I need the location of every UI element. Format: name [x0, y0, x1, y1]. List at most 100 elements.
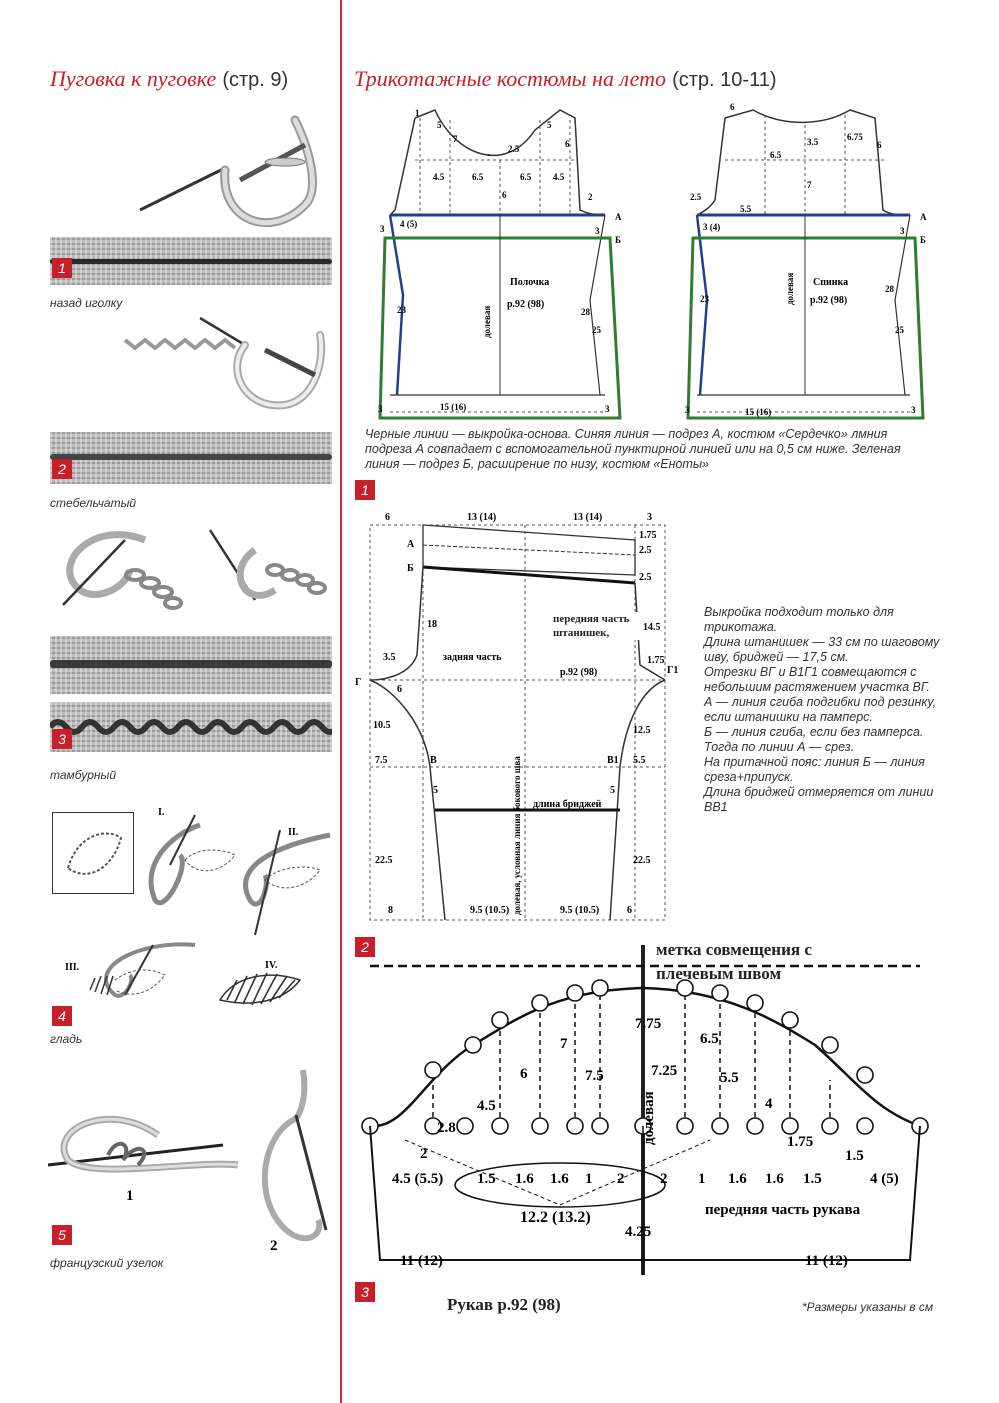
fig2-note-4: А — линия сгиба подгибки под резинку, ес… — [704, 695, 937, 724]
tr-num-12: 1.75 — [647, 655, 665, 666]
fig2-note-3: Отрезки ВГ и В1Г1 совмещаются с небольши… — [704, 665, 930, 694]
satin-outline-box — [52, 812, 134, 894]
front-num-21: 3 — [605, 404, 610, 414]
fig2-notes: Выкройка подходит только для трикотажа. … — [704, 605, 944, 815]
tr-num-1: 6 — [385, 512, 390, 523]
back-num-9: 3 (4) — [703, 222, 720, 232]
fig-badge-3: 3 — [355, 1282, 375, 1302]
fig2-note-2: Длина штанишек — 33 см по шаговому шву, … — [704, 635, 940, 664]
back-letter-b: Б — [920, 235, 926, 245]
back-num-14: 15 (16) — [745, 407, 771, 417]
french-knot-step-2: 2 — [270, 1238, 278, 1254]
backstitch-illustration — [139, 115, 317, 227]
fig2-note-5: Б — линия сгиба, если без памперса. Тогд… — [704, 725, 924, 754]
sl-num-22: 1.6 — [728, 1171, 747, 1187]
satin-stitch-stages-2: III. IV. — [65, 942, 302, 1006]
front-size-label: р.92 (98) — [507, 299, 544, 310]
right-heading: Трикотажные костюмы на лето (стр. 10-11) — [354, 66, 777, 92]
back-grain-label: долевая — [785, 273, 795, 305]
sl-num-16: 1.6 — [515, 1171, 534, 1187]
sl-grain: долевая — [641, 1091, 657, 1145]
front-bodice: 1 5 5 7 6 2.5 4.5 6.5 6 6.5 4.5 2 4 (5) … — [378, 108, 622, 420]
tr-num-16: 5.5 — [633, 755, 646, 766]
sl-num-9: 4.5 — [477, 1098, 496, 1114]
back-num-6: 7 — [807, 180, 812, 190]
front-num-3: 5 — [547, 120, 552, 130]
tr-num-22: 9.5 (10.5) — [470, 905, 509, 916]
chain-stitch-illustration — [62, 529, 327, 610]
front-num-7: 4.5 — [433, 172, 445, 182]
back-bodice: 6 3.5 6.75 6 6.5 7 2.5 5.5 3 (4) 3 23 28… — [685, 102, 927, 420]
tr-letter-g1: Г1 — [667, 665, 678, 676]
front-num-18: 25 — [592, 325, 602, 335]
bodice-patterns: 1 5 5 7 6 2.5 4.5 6.5 6 6.5 4.5 2 4 (5) … — [378, 102, 927, 420]
item-badge-1: 1 — [52, 258, 72, 278]
tr-num-3: 13 (14) — [573, 512, 602, 523]
back-num-1: 6 — [730, 102, 735, 112]
front-num-8: 6.5 — [472, 172, 484, 182]
back-part-label: Спинка — [813, 277, 848, 288]
item-badge-5: 5 — [52, 1225, 72, 1245]
item-badge-2: 2 — [52, 459, 72, 479]
item-badge-3: 3 — [52, 729, 72, 749]
back-num-16: 3 — [911, 405, 916, 415]
back-num-2: 3.5 — [807, 137, 819, 147]
back-num-13: 25 — [895, 325, 905, 335]
sl-num-10: 2.8 — [437, 1120, 456, 1136]
tr-num-18: 5 — [610, 785, 615, 796]
sleeve-mark-text: метка совмещения с плечевым швом — [656, 940, 812, 983]
tr-num-11: 6 — [397, 684, 402, 695]
front-num-5: 6 — [565, 139, 570, 149]
fig2-note-1: Выкройка подходит только для трикотажа. — [704, 605, 894, 634]
back-size-label: р.92 (98) — [810, 295, 847, 306]
tr-bridges-label: длина бриджей — [533, 799, 602, 810]
tr-letter-v: В — [430, 755, 437, 766]
tr-num-15: 7.5 — [375, 755, 388, 766]
caption-chain-stitch: тамбурный — [50, 768, 117, 782]
caption-satin-stitch: гладь — [50, 1032, 83, 1046]
front-num-12: 2 — [588, 192, 593, 202]
sleeve-mark-label: метка совмещения с плечевым швом — [656, 938, 856, 986]
sl-num-11: 1.75 — [787, 1134, 813, 1150]
fabric-sample-3b — [50, 702, 332, 752]
back-num-15: 3 — [685, 405, 690, 415]
column-divider — [340, 0, 342, 1403]
fig-badge-1: 1 — [355, 480, 375, 500]
tr-letter-v1: В1 — [607, 755, 619, 766]
front-grain-label: долевая — [482, 306, 492, 338]
sl-num-21: 1 — [698, 1171, 706, 1187]
sl-num-20: 2 — [660, 1171, 668, 1187]
back-num-11: 23 — [700, 294, 710, 304]
tr-num-5: 1.75 — [639, 530, 657, 541]
sl-num-3: 7 — [560, 1036, 568, 1052]
sl-num-26: 12.2 (13.2) — [520, 1209, 591, 1226]
back-num-5: 6.5 — [770, 150, 782, 160]
tr-front-part-text: передняя часть штанишек, — [553, 613, 630, 639]
sl-num-1: 7.75 — [635, 1016, 661, 1032]
front-num-17: 28 — [581, 307, 591, 317]
stage-label-3: III. — [65, 962, 80, 973]
sl-num-12: 2 — [420, 1146, 428, 1162]
sl-num-14: 4.5 (5.5) — [392, 1171, 443, 1187]
caption-french-knot: французский узелок — [50, 1256, 164, 1270]
tr-num-21: 8 — [388, 905, 393, 916]
front-part-label: Полочка — [510, 277, 549, 288]
tr-num-10: 3.5 — [383, 652, 396, 663]
tr-num-7: 2.5 — [639, 572, 652, 583]
item-badge-4: 4 — [52, 1006, 72, 1026]
tr-num-19: 22.5 — [375, 855, 393, 866]
french-knot-illustration: 1 2 — [48, 1069, 328, 1254]
stage-label-4: IV. — [265, 960, 278, 971]
sl-front-part: передняя часть рукава — [705, 1202, 861, 1218]
back-num-4: 6 — [877, 140, 882, 150]
front-num-1: 1 — [415, 108, 420, 118]
sl-num-13: 1.5 — [845, 1148, 864, 1164]
back-num-8: 5.5 — [740, 204, 752, 214]
front-num-15: 3 — [595, 226, 600, 236]
caption-backstitch: назад иголку — [50, 296, 123, 310]
sl-num-2: 6.5 — [700, 1031, 719, 1047]
front-num-19: 15 (16) — [440, 402, 466, 412]
tr-front-size: р.92 (98) — [560, 667, 597, 678]
left-heading-title: Пуговка к пуговке — [50, 66, 217, 91]
caption-stem-stitch: стебельчатый — [50, 496, 137, 510]
